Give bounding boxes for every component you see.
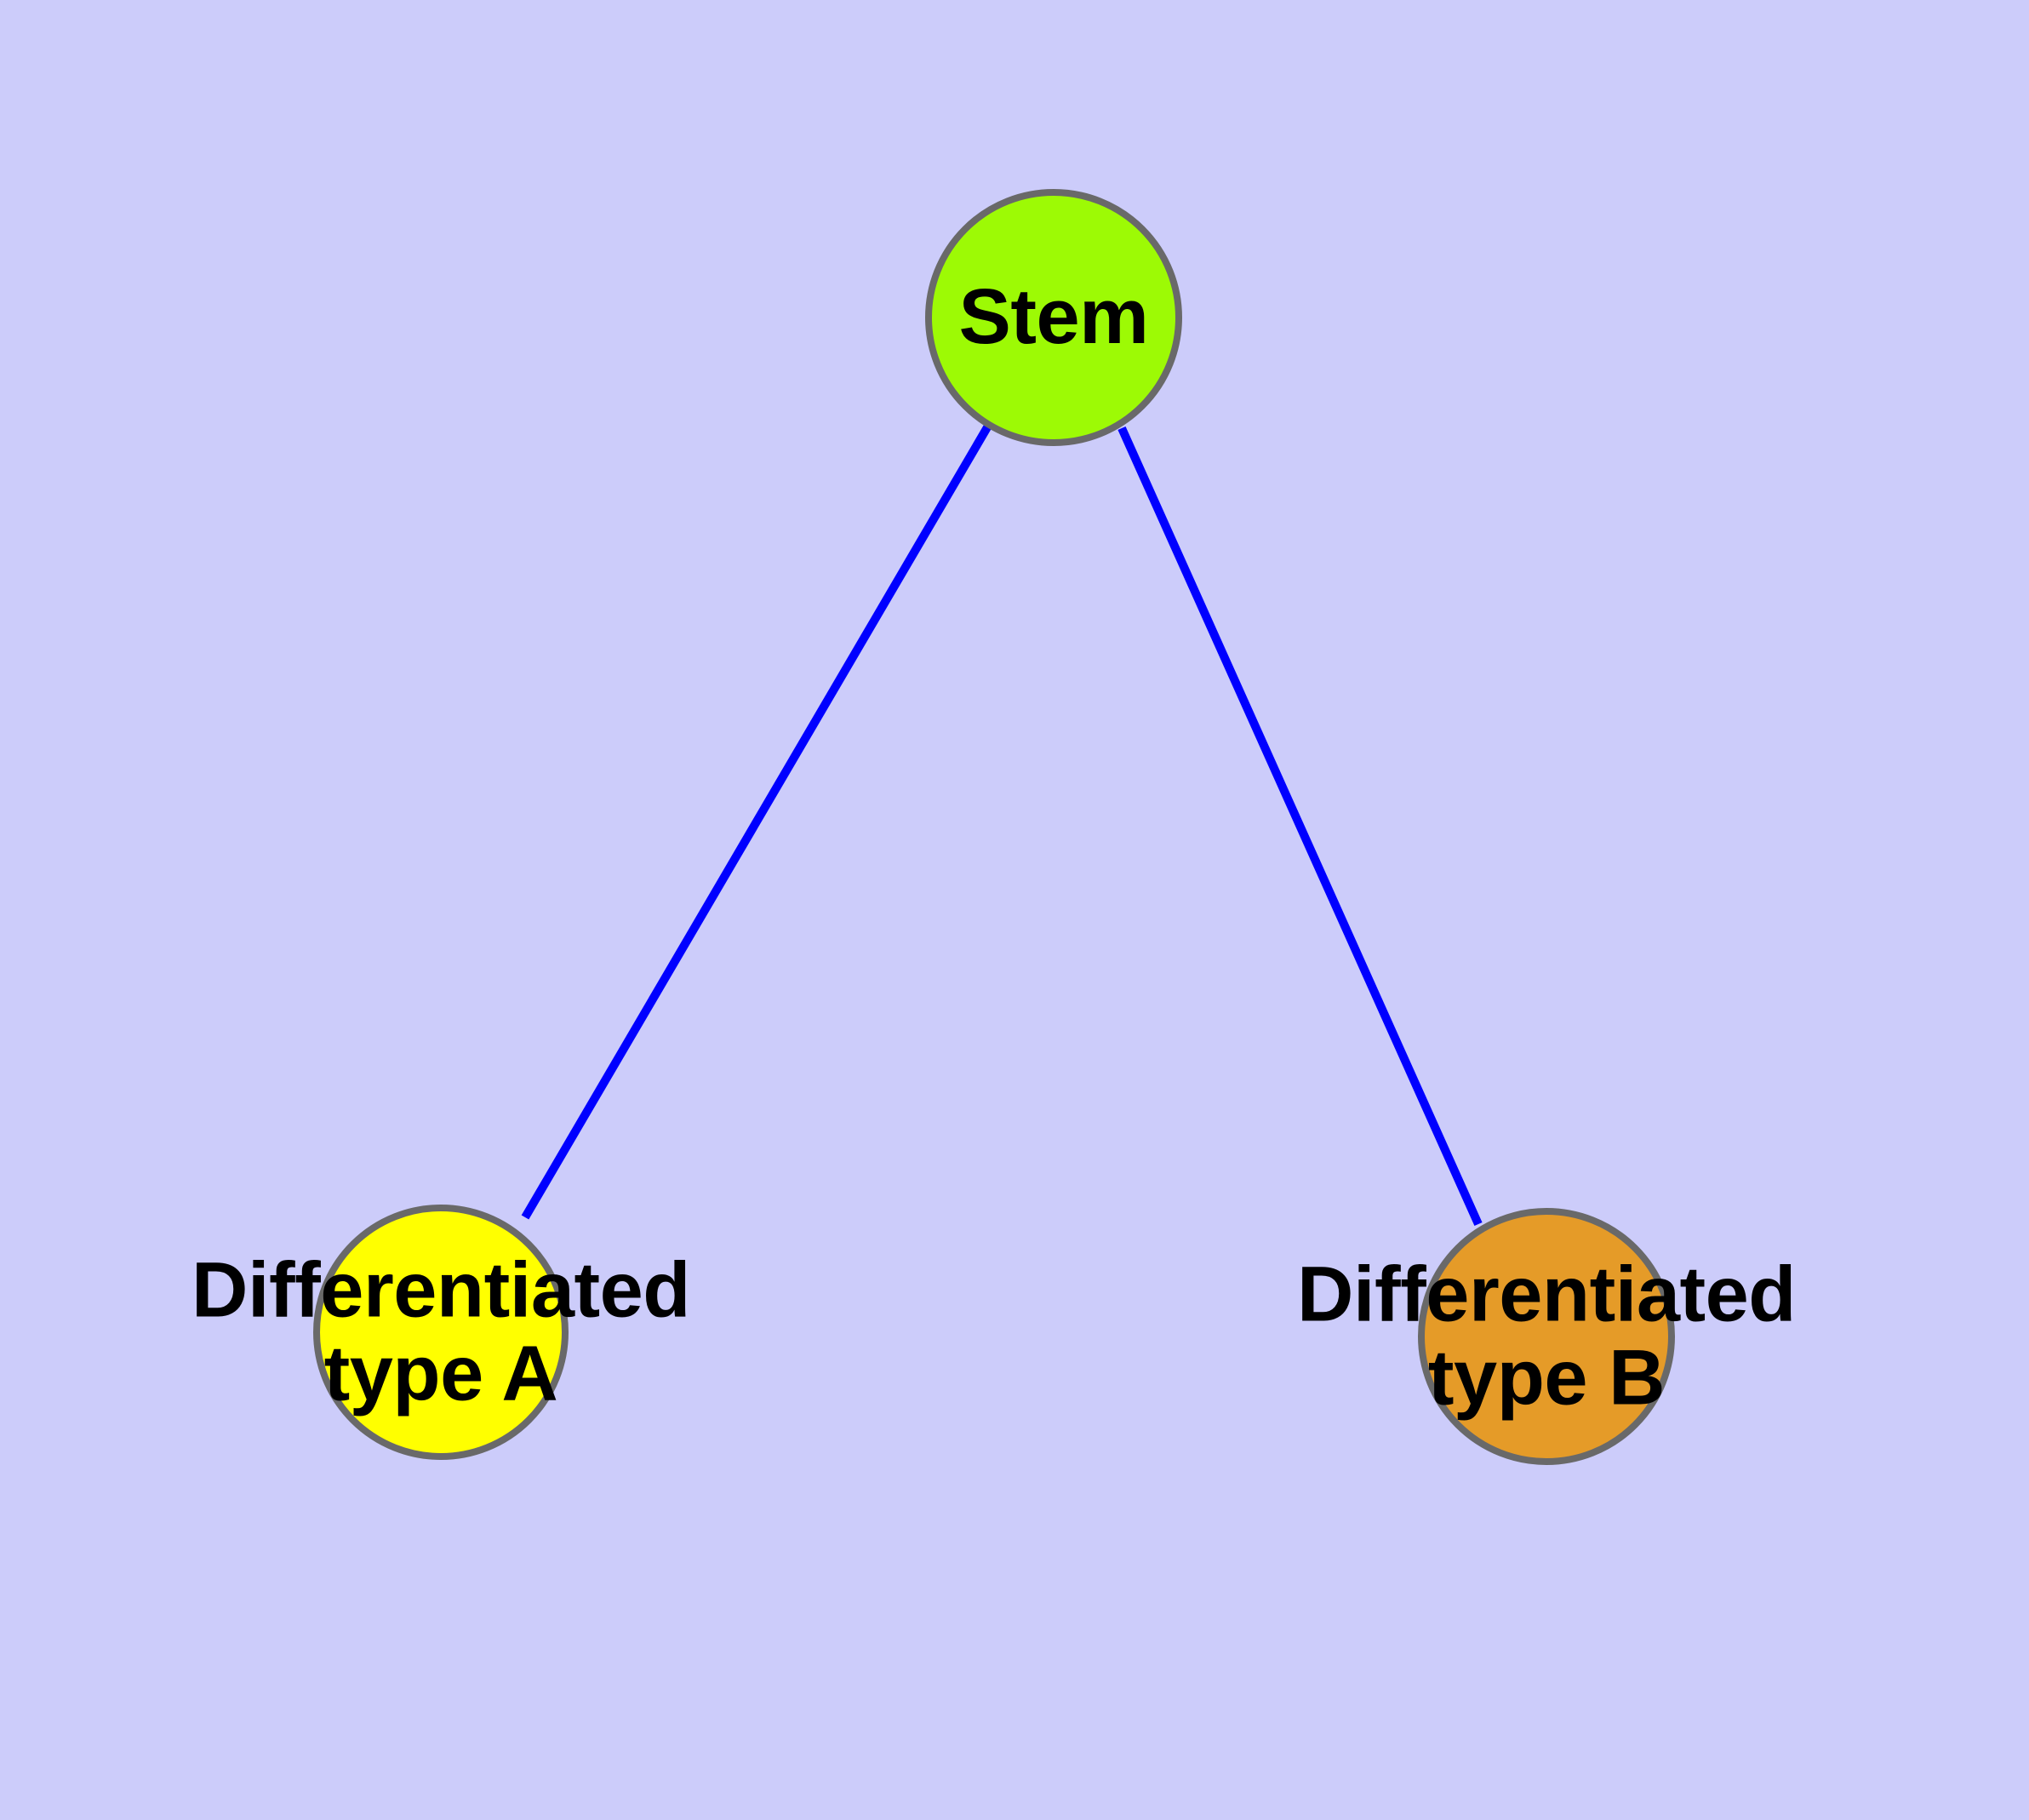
edges-group [521, 425, 1483, 1227]
node-differentiated-type-a[interactable] [313, 1205, 569, 1460]
edge-stem-to-differentiated-type-b[interactable] [1117, 426, 1483, 1227]
edge-stem-to-differentiated-type-a[interactable] [521, 425, 992, 1220]
nodes-group [313, 189, 1675, 1465]
node-differentiated-type-b[interactable] [1418, 1208, 1675, 1465]
node-stem[interactable] [925, 189, 1182, 446]
